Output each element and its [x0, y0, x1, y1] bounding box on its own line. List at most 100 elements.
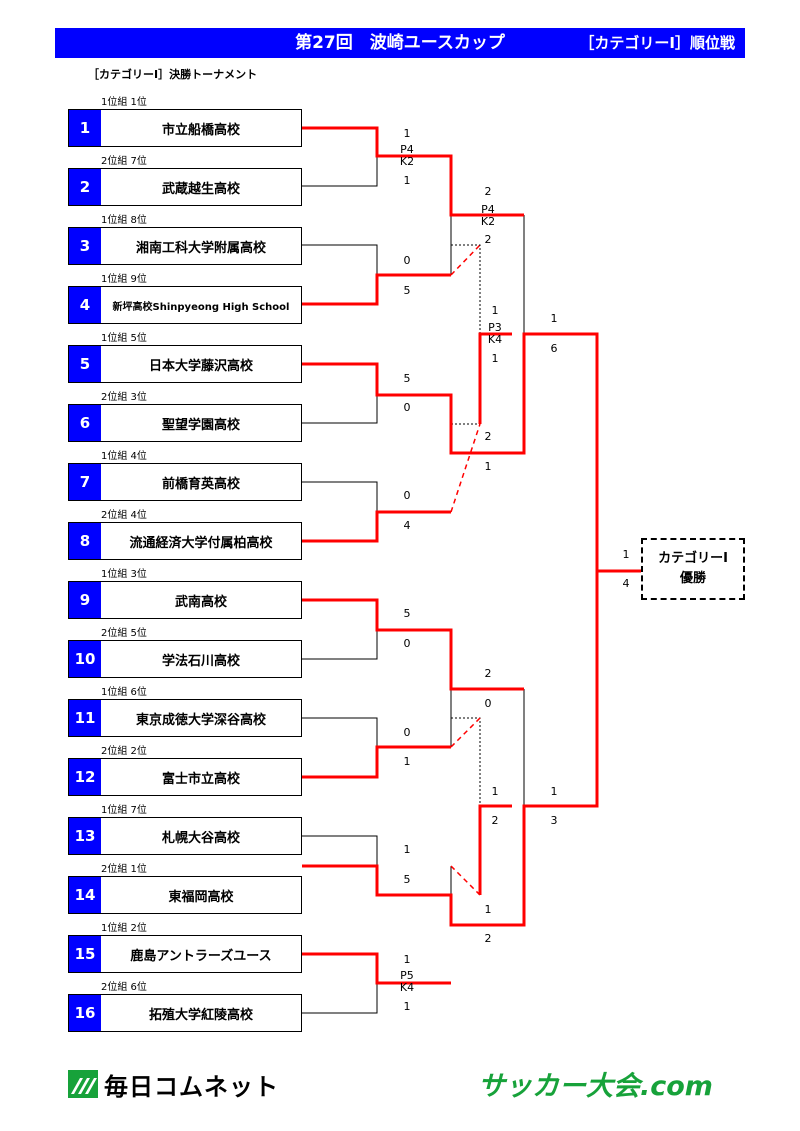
team-slot-3: 3 湘南工科大学附属高校 [68, 227, 302, 265]
score-r1m6-top: 0 [403, 726, 411, 739]
score-r1m1-pk-top: P4 [400, 143, 414, 156]
score-qfa-pk-bottom: K2 [480, 215, 496, 228]
team-slot-16: 16 拓殖大学紅陵高校 [68, 994, 302, 1032]
score-sf2-top: 1 [484, 903, 492, 916]
score-r1m4-bottom: 4 [403, 519, 411, 532]
team-2-seed: 2 [69, 169, 101, 205]
team-slot-10: 10 学法石川高校 [68, 640, 302, 678]
score-r1m5-top: 5 [403, 607, 411, 620]
team-3-name: 湘南工科大学附属高校 [135, 240, 266, 256]
team-13-qualification: 1位組 7位 [101, 805, 147, 816]
team-1-qualification: 1位組 1位 [101, 97, 147, 108]
mainichi-comnet-logo: 毎日コムネット [68, 1066, 279, 1102]
score-qfc-bottom: 0 [484, 697, 492, 710]
team-4-qualification: 1位組 9位 [101, 274, 147, 285]
team-4-seed: 4 [69, 287, 101, 323]
team-14-name: 東福岡高校 [168, 889, 234, 905]
score-r1m2-bottom: 5 [403, 284, 411, 297]
score-r1m2-top: 0 [403, 254, 411, 267]
bracket-red-lines [302, 126, 641, 985]
category-label: ［カテゴリーⅠ］順位戦 [579, 34, 735, 52]
team-slot-13: 13 札幌大谷高校 [68, 817, 302, 855]
team-11-seed: 11 [69, 700, 101, 736]
score-r1m8-top: 1 [403, 953, 411, 966]
comnet-mark-icon [68, 1070, 98, 1098]
score-r1m1-top: 1 [403, 127, 411, 140]
team-10-qualification: 2位組 5位 [101, 628, 147, 639]
score-qfd-bottom: 2 [491, 814, 499, 827]
team-16-name: 拓殖大学紅陵高校 [148, 1007, 253, 1023]
team-13-seed: 13 [69, 818, 101, 854]
score-final-top: 1 [622, 548, 630, 561]
team-2-qualification: 2位組 7位 [101, 156, 147, 167]
team-8-seed: 8 [69, 523, 101, 559]
team-slot-6: 6 聖望学園高校 [68, 404, 302, 442]
team-8-qualification: 2位組 4位 [101, 510, 147, 521]
champion-category: カテゴリーⅠ [658, 551, 728, 566]
team-slot-2: 2 武蔵越生高校 [68, 168, 302, 206]
team-5-qualification: 1位組 5位 [101, 333, 147, 344]
score-r1m1-bottom: 1 [403, 174, 411, 187]
team-slot-15: 15 鹿島アントラーズユース [68, 935, 302, 973]
team-7-qualification: 1位組 4位 [101, 451, 147, 462]
score-r1m3-top: 5 [403, 372, 411, 385]
champion-label: 優勝 [679, 571, 706, 586]
team-16-qualification: 2位組 6位 [101, 982, 147, 993]
team-4-name: 新坪高校Shinpyeong High School [112, 301, 290, 313]
team-slot-9: 9 武南高校 [68, 581, 302, 619]
score-sf1-bottom: 1 [484, 460, 492, 473]
score-semia-top: 1 [550, 312, 558, 325]
score-qfa-bottom: 2 [484, 233, 492, 246]
team-1-seed: 1 [69, 110, 101, 146]
team-1-name: 市立船橋高校 [161, 122, 240, 138]
team-11-name: 東京成徳大学深谷高校 [135, 712, 266, 728]
soccer-taikai-logo: サッカー大会.com [478, 1071, 713, 1102]
score-r1m8-pk-top: P5 [400, 969, 414, 982]
score-qfa-top: 2 [484, 185, 492, 198]
score-semib-bottom: 3 [550, 814, 558, 827]
team-6-qualification: 2位組 3位 [101, 392, 147, 403]
score-qfb-pk-top: P3 [488, 321, 502, 334]
team-3-qualification: 1位組 8位 [101, 215, 147, 226]
page-header: 第27回 波崎ユースカップ ［カテゴリーⅠ］順位戦 [55, 28, 745, 58]
score-r1m8-pk-bottom: K4 [399, 981, 415, 994]
team-15-qualification: 1位組 2位 [101, 923, 147, 934]
team-slot-4: 4 新坪高校Shinpyeong High School [68, 286, 302, 324]
score-qfb-bottom: 1 [491, 352, 499, 365]
team-15-name: 鹿島アントラーズユース [130, 948, 272, 964]
team-14-seed: 14 [69, 877, 101, 913]
bracket-black-lines [302, 128, 598, 1014]
team-9-name: 武南高校 [174, 594, 227, 610]
team-10-seed: 10 [69, 641, 101, 677]
team-7-seed: 7 [69, 464, 101, 500]
team-2-name: 武蔵越生高校 [161, 181, 240, 197]
team-7-name: 前橋育英高校 [161, 476, 240, 492]
score-r1m6-bottom: 1 [403, 755, 411, 768]
team-slot-14: 14 東福岡高校 [68, 876, 302, 914]
score-r1m4-top: 0 [403, 489, 411, 502]
team-15-seed: 15 [69, 936, 101, 972]
team-11-qualification: 1位組 6位 [101, 687, 147, 698]
team-12-name: 富士市立高校 [161, 771, 240, 787]
champion-box: カテゴリーⅠ 優勝 [641, 538, 745, 600]
team-16-seed: 16 [69, 995, 101, 1031]
score-r1m3-bottom: 0 [403, 401, 411, 414]
score-final-bottom: 4 [622, 577, 630, 590]
score-r1m5-bottom: 0 [403, 637, 411, 650]
score-r1m8-bottom: 1 [403, 1000, 411, 1013]
team-5-seed: 5 [69, 346, 101, 382]
score-qfa-pk-top: P4 [481, 203, 495, 216]
team-slot-11: 11 東京成徳大学深谷高校 [68, 699, 302, 737]
team-slot-12: 12 富士市立高校 [68, 758, 302, 796]
score-r1m7-bottom: 5 [403, 873, 411, 886]
bracket-subtitle: ［カテゴリーⅠ］決勝トーナメント [88, 68, 258, 81]
team-slot-8: 8 流通経済大学付属柏高校 [68, 522, 302, 560]
team-3-seed: 3 [69, 228, 101, 264]
score-semib-top: 1 [550, 785, 558, 798]
score-qfd-top: 1 [491, 785, 499, 798]
team-8-name: 流通経済大学付属柏高校 [129, 535, 273, 551]
score-qfb-top: 1 [491, 304, 499, 317]
team-6-seed: 6 [69, 405, 101, 441]
score-r1m1-pk-bottom: K2 [399, 155, 415, 168]
